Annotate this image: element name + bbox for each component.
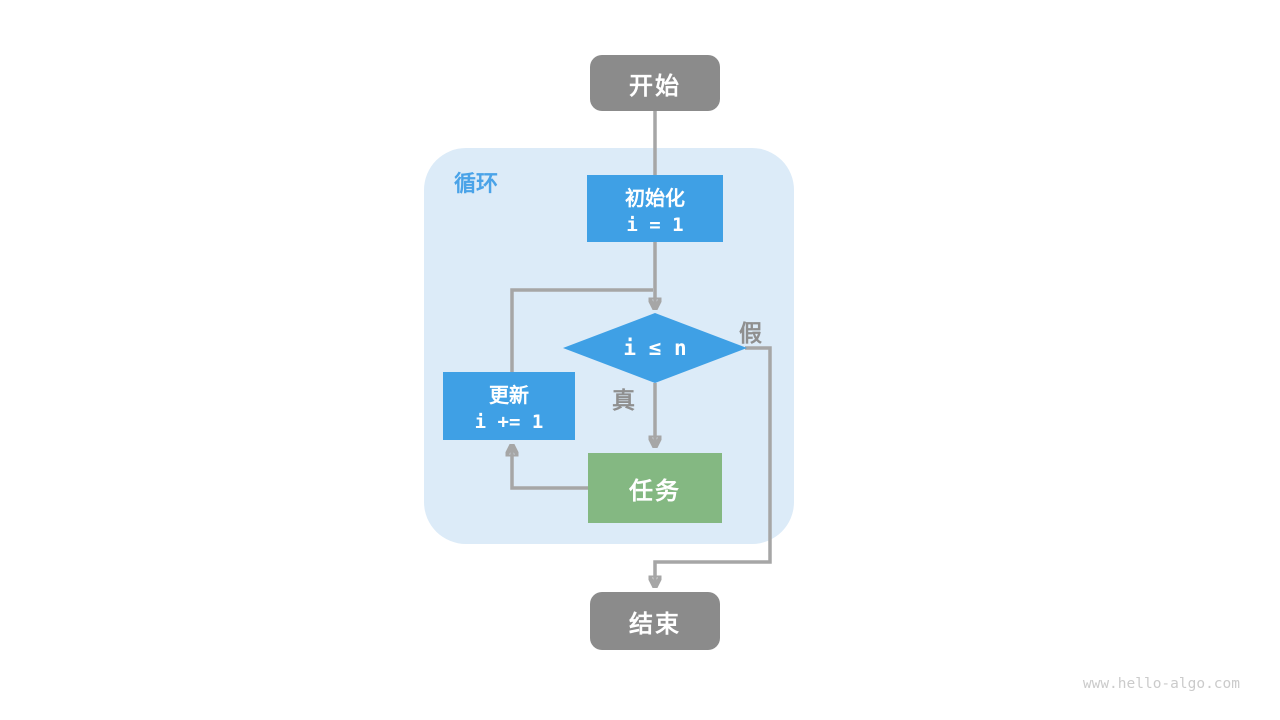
branch-label-true: 真	[612, 387, 635, 413]
init-node-code: i = 1	[626, 213, 684, 236]
branch-label-false: 假	[739, 320, 762, 346]
watermark: www.hello-algo.com	[1082, 676, 1240, 692]
edge-update-to-condition	[510, 288, 653, 372]
init-node: 初始化 i = 1	[587, 175, 723, 242]
start-node-label: 开始	[629, 72, 681, 100]
edge-task-to-update	[512, 446, 588, 490]
end-node-label: 结束	[629, 610, 681, 638]
edge-condition-false-to-end	[655, 346, 772, 586]
update-node-code: i += 1	[474, 411, 544, 433]
update-node: 更新 i += 1	[443, 372, 575, 440]
task-node-label: 任务	[629, 477, 681, 505]
init-node-title: 初始化	[625, 187, 685, 210]
task-node: 任务	[588, 453, 722, 523]
update-node-title: 更新	[489, 385, 529, 407]
loop-label: 循环	[454, 171, 499, 196]
end-node: 结束	[590, 592, 720, 650]
start-node: 开始	[590, 55, 720, 111]
condition-node-code: i ≤ n	[623, 336, 687, 360]
